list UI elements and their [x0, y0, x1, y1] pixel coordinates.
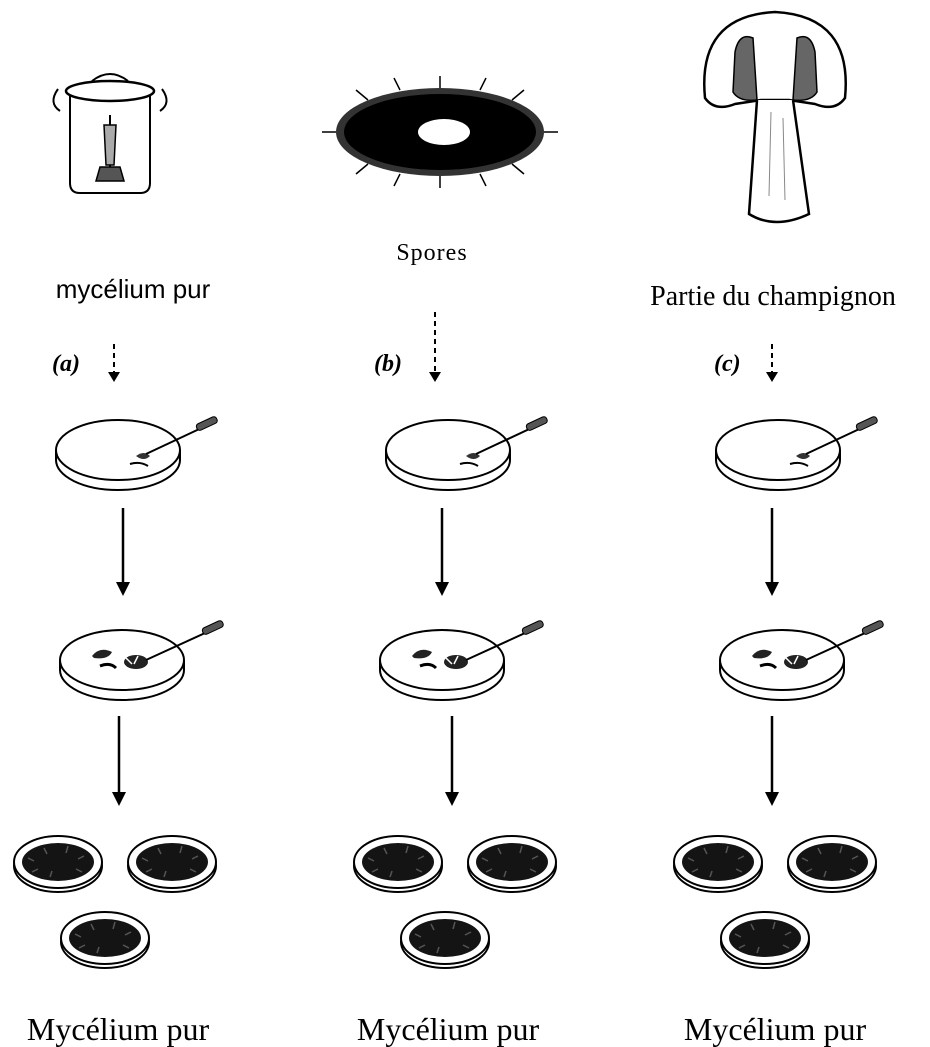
source-label-c: Partie du champignon: [650, 281, 896, 312]
arrowhead-c-2: [765, 792, 779, 806]
arrowheads-row-2: [112, 792, 779, 806]
arrowhead-dashed-a: [108, 372, 120, 382]
arrowheads-row-1: [116, 582, 779, 596]
growing-dish-b: [380, 620, 544, 700]
mycelium-dish-a-2: [128, 836, 216, 892]
growing-dish-a: [60, 620, 224, 700]
inoculation-dish-a: [56, 416, 218, 490]
mycelium-dish-b-1: [354, 836, 442, 892]
dashed-arrowheads: [108, 372, 778, 382]
dashed-arrows: [114, 312, 772, 374]
inoculation-dish-c: [716, 416, 878, 490]
tag-c: (c): [714, 351, 741, 377]
mycelium-dish-c-1: [674, 836, 762, 892]
result-label-b: Mycélium pur: [357, 1011, 540, 1047]
mycelium-dish-b-3: [401, 912, 489, 968]
growing-dish-c: [720, 620, 884, 700]
tag-b: (b): [374, 351, 402, 377]
mycelium-dish-c-3: [721, 912, 809, 968]
solid-arrows-row-2: [119, 716, 772, 794]
mycelium-dish-a-1: [14, 836, 102, 892]
sterile-jar-icon: [53, 74, 166, 193]
mycelium-dish-b-2: [468, 836, 556, 892]
arrowhead-a-1: [116, 582, 130, 596]
arrowhead-dashed-b: [429, 372, 441, 382]
arrowhead-dashed-c: [766, 372, 778, 382]
mycelium-dish-a-3: [61, 912, 149, 968]
arrowhead-b-2: [445, 792, 459, 806]
arrowhead-b-1: [435, 582, 449, 596]
result-label-c: Mycélium pur: [684, 1011, 867, 1047]
arrowhead-a-2: [112, 792, 126, 806]
result-label-a: Mycélium pur: [27, 1011, 210, 1047]
source-label-a: mycélium pur: [56, 274, 211, 304]
solid-arrows-row-1: [123, 508, 772, 584]
source-label-b: Spores: [396, 240, 467, 266]
tag-a: (a): [52, 351, 80, 377]
mycelium-dish-c-2: [788, 836, 876, 892]
mushroom-cross-section-icon: [704, 12, 845, 222]
inoculation-dish-b: [386, 416, 548, 490]
arrowhead-c-1: [765, 582, 779, 596]
spore-print-icon: [322, 76, 558, 188]
